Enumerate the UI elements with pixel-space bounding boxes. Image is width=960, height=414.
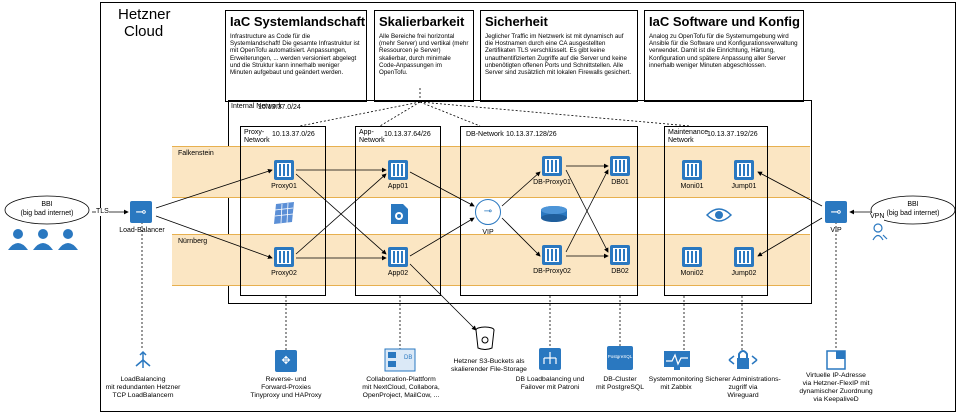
jump01-server-icon [734, 160, 754, 180]
db02-label: DB02 [611, 268, 629, 275]
jump02-server-icon [734, 247, 754, 267]
systemmonitoring-icon [664, 351, 690, 370]
db02-server-icon [610, 245, 630, 265]
app-network-label: App-Network [359, 129, 385, 144]
collaboration-db-badge: DB [404, 355, 413, 361]
cloud-title-line1: Hetzner [118, 6, 171, 23]
client-right-line2: (big bad internet) [886, 210, 940, 217]
loadbalancing-icon [135, 350, 151, 368]
client-left-line2: (big bad internet) [20, 210, 74, 217]
db-loadbalancing-label: DB Loadbalancing und Failover mit Patron… [515, 376, 585, 391]
app02-server-icon [388, 247, 408, 267]
info-iac-software: IaC Software und Konfig Analog zu OpenTo… [644, 10, 804, 102]
info-text: Alle Bereiche frei horizontal (mehr Serv… [379, 33, 469, 77]
info-title: Skalierbarkeit [379, 14, 465, 29]
client-left-line1: BBI [41, 201, 53, 208]
app-network-cidr: 10.13.37.64/26 [384, 131, 431, 138]
s3-bucket-icon [475, 326, 495, 350]
eye-monitoring-icon [706, 208, 732, 222]
info-text: Infrastructure as Code für die Systemlan… [230, 33, 360, 77]
info-iac-systemlandschaft: IaC Systemlandschaft Infrastructure as C… [225, 10, 367, 102]
maintenance-network-label: Maintenance Network [668, 129, 709, 144]
s3-label: Hetzner S3-Buckets als skalierender File… [451, 358, 527, 373]
info-sicherheit: Sicherheit Jeglicher Traffic im Netzwerk… [480, 10, 638, 102]
info-title: IaC Systemlandschaft [230, 14, 366, 29]
secure-access-label: Sicherer Administrations- zugriff via Wi… [705, 376, 781, 399]
proxy-network-cidr: 10.13.37.0/26 [272, 131, 315, 138]
vpn-label: VPN [870, 213, 885, 221]
tls-label: TLS [96, 208, 109, 216]
internal-network-cidr: 10.13.37.0/24 [258, 104, 301, 111]
info-text: Analog zu OpenTofu für die Systemumgebun… [649, 33, 798, 69]
firewall-icon [274, 202, 294, 224]
db01-server-icon [610, 156, 630, 176]
cloud-icon-right [870, 195, 956, 225]
app01-label: App01 [387, 183, 409, 190]
jump02-label: Jump02 [731, 270, 757, 277]
internal-network-frame [228, 100, 812, 304]
postgresql-badge: PostgreSQL [607, 354, 633, 359]
maintenance-network-frame [664, 126, 768, 296]
db-network-label: DB-Network [466, 131, 504, 138]
internal-network-label: Internal Network [231, 103, 282, 110]
systemmonitoring-label: Systemmonitoring mit Zabbix [648, 376, 704, 391]
db-network-frame [460, 126, 638, 296]
db-cluster-label: DB-Cluster mit PostgreSQL [596, 376, 644, 391]
cloud-icon-left [4, 195, 90, 225]
moni02-server-icon [682, 247, 702, 267]
location-label-falkenstein: Falkenstein [178, 150, 214, 157]
database-disk-icon [541, 206, 567, 222]
postgresql-icon: PostgreSQL [607, 346, 633, 370]
proxy02-server-icon [274, 247, 294, 267]
app-gear-icon [391, 204, 408, 224]
proxy-network-frame [240, 126, 326, 296]
proxy02-label: Proxy02 [271, 270, 297, 277]
db-loadbalancing-icon [539, 348, 561, 370]
moni01-label: Moni01 [680, 183, 704, 190]
reverse-proxy-label: Reverse- und Forward-Proxies Tinyproxy u… [250, 376, 322, 399]
virtual-ip-icon [826, 350, 846, 370]
proxy-network-label: Proxy-Network [244, 129, 270, 144]
reverse-proxy-icon: ✥ [275, 350, 297, 372]
app02-label: App02 [387, 270, 409, 277]
load-balancer-label: Load-Balancer [119, 227, 165, 234]
info-text: Jeglicher Traffic im Netzwerk ist mit dy… [485, 33, 632, 77]
moni01-server-icon [682, 160, 702, 180]
secure-access-icon [728, 350, 758, 369]
virtual-ip-label: Virtuelle IP-Adresse via Hetzner-FlexIP … [799, 372, 873, 403]
cloud-title-line2: Cloud [124, 23, 164, 40]
vip-db-icon: ⊸ [475, 199, 501, 225]
vip-db-label: VIP [482, 229, 494, 236]
dbproxy02-label: DB-Proxy02 [533, 268, 571, 275]
location-label-nuernberg: Nürnberg [178, 238, 208, 245]
admin-user-icon [872, 223, 888, 241]
users-icon-left [8, 229, 78, 250]
dbproxy01-server-icon [542, 156, 562, 176]
dbproxy01-label: DB-Proxy01 [533, 179, 571, 186]
db01-label: DB01 [611, 179, 629, 186]
loadbalancing-label: LoadBalancing mit redundanten Hetzner TC… [105, 376, 181, 399]
jump01-label: Jump01 [731, 183, 757, 190]
info-title: IaC Software und Konfig [649, 14, 800, 29]
moni02-label: Moni02 [680, 270, 704, 277]
app-network-frame [355, 126, 441, 296]
db-network-cidr: 10.13.37.128/26 [506, 131, 557, 138]
info-skalierbarkeit: Skalierbarkeit Alle Bereiche frei horizo… [374, 10, 474, 102]
vip-vpn-icon: ⊸ [825, 201, 847, 223]
collaboration-icon [384, 348, 416, 372]
maintenance-network-cidr: 10.13.37.192/26 [707, 131, 758, 138]
info-title: Sicherheit [485, 14, 548, 29]
load-balancer-icon: ⊸ [130, 201, 152, 223]
vip-vpn-label: VIP [830, 227, 842, 234]
client-right-line1: BBI [907, 201, 919, 208]
dbproxy02-server-icon [542, 245, 562, 265]
app01-server-icon [388, 160, 408, 180]
proxy01-server-icon [274, 160, 294, 180]
collaboration-label: Collaboration-Plattform mit NextCloud, C… [362, 376, 440, 399]
proxy01-label: Proxy01 [271, 183, 297, 190]
